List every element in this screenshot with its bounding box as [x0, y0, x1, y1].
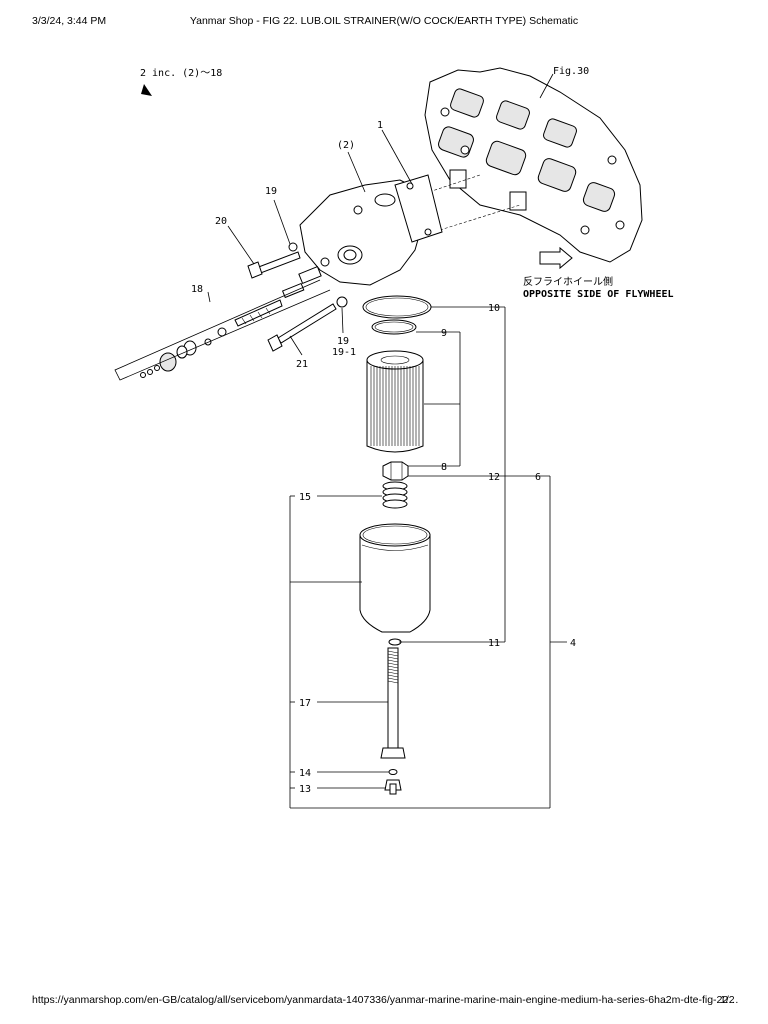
bolt-21: [267, 296, 348, 352]
relief-valve-parts: [140, 265, 322, 378]
nut-12: [382, 461, 409, 481]
includes-note: 2 inc. (2)～18: [140, 68, 222, 79]
fig-reference: Fig.30: [553, 66, 589, 77]
bolt-thread: [387, 653, 399, 657]
side-note-jp: 反フライホイール側: [523, 275, 613, 288]
bolt-thread: [387, 662, 399, 666]
callout-4: 4: [570, 638, 576, 649]
bolt-thread: [387, 668, 399, 672]
o-ring-9: [371, 319, 417, 335]
o-ring-10: [362, 295, 432, 319]
callout-19-1: 19-1: [332, 347, 356, 358]
callout-12: 12: [488, 472, 500, 483]
callout-2: (2): [337, 140, 355, 151]
bolt-thread: [387, 665, 399, 669]
bolt-thread: [387, 680, 399, 684]
callout-13: 13: [299, 784, 311, 795]
side-note-en: OPPOSITE SIDE OF FLYWHEEL: [523, 289, 674, 300]
center-bolt-17: [380, 647, 406, 759]
washer-14: [388, 769, 398, 775]
bolt-thread: [387, 671, 399, 675]
callout-19-top: 19: [265, 186, 277, 197]
page-url: https://yanmarshop.com/en-GB/catalog/all…: [32, 994, 739, 1006]
callout-17: 17: [299, 698, 311, 709]
engine-block: [424, 67, 643, 263]
bolt-thread: [387, 659, 399, 663]
callout-9: 9: [441, 328, 447, 339]
page-number: 1/2: [720, 994, 735, 1006]
page-title: Yanmar Shop - FIG 22. LUB.OIL STRAINER(W…: [189, 15, 579, 27]
drain-plug-13: [384, 779, 402, 795]
callout-21: 21: [296, 359, 308, 370]
bolt-thread: [387, 650, 399, 654]
callout-10: 10: [488, 303, 500, 314]
callout-18: 18: [191, 284, 203, 295]
callout-20: 20: [215, 216, 227, 227]
callout-1: 1: [377, 120, 383, 131]
bolt-thread: [387, 677, 399, 681]
direction-arrow-icon: [539, 246, 573, 270]
callout-19-bottom: 19: [337, 336, 349, 347]
callout-6: 6: [535, 472, 541, 483]
strainer-case: [359, 523, 431, 633]
bolt-thread: [387, 656, 399, 660]
print-datetime: 3/3/24, 3:44 PM: [32, 15, 107, 27]
gasket: [394, 174, 443, 243]
spring-15: [382, 481, 408, 509]
callout-14: 14: [299, 768, 311, 779]
callout-8: 8: [441, 462, 447, 473]
strainer-head: [299, 179, 426, 286]
callout-15: 15: [299, 492, 311, 503]
bolt-20: [247, 242, 301, 279]
callout-11: 11: [488, 638, 500, 649]
filter-element: [366, 350, 424, 453]
bolt-thread: [387, 674, 399, 678]
direction-arrow-icon: [141, 84, 152, 96]
